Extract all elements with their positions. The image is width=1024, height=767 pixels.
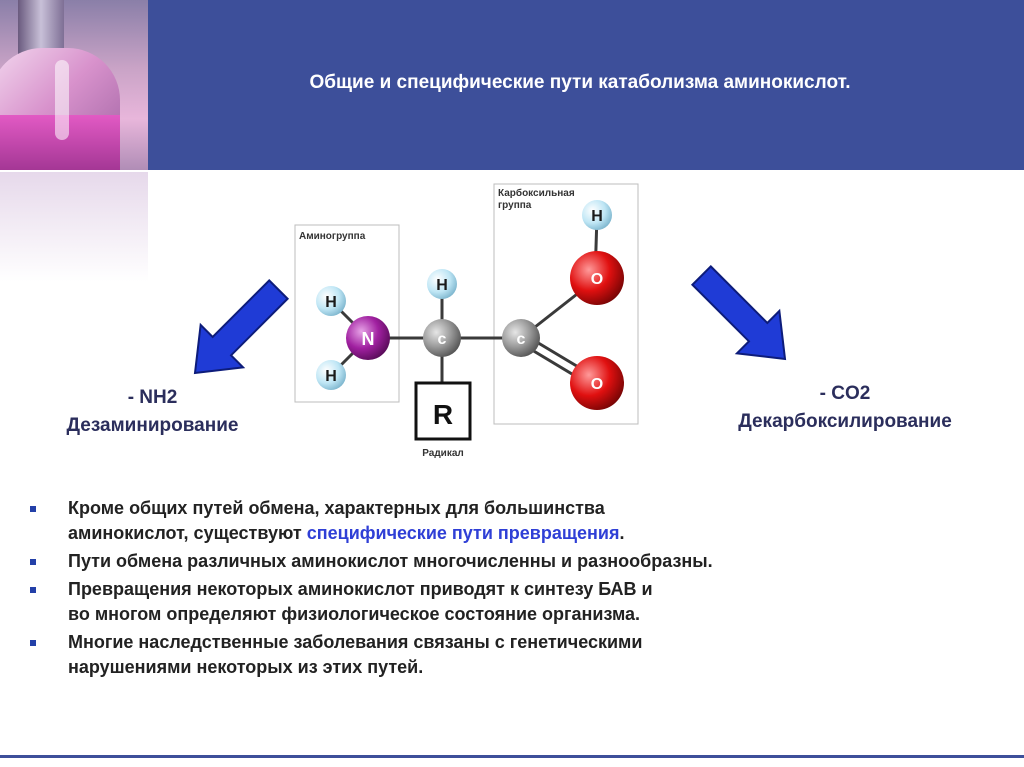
h-amino-bottom-label: H xyxy=(325,368,337,385)
oxygen-atom-bottom xyxy=(570,356,624,410)
h-carboxyl-label: H xyxy=(591,208,603,225)
highlight-text: специфические пути превращения xyxy=(306,523,620,543)
arrow-left-icon xyxy=(193,278,290,375)
bullet-3-line2: во многом определяют физиологическое сос… xyxy=(68,604,641,624)
decarboxylation-formula: - CO2 xyxy=(819,383,871,404)
bullet-marker-icon xyxy=(30,559,36,565)
bottom-divider xyxy=(0,755,1024,758)
bullet-item: Превращения некоторых аминокислот привод… xyxy=(30,577,930,627)
radical-symbol: R xyxy=(433,399,453,430)
o-bottom-label: O xyxy=(591,376,603,393)
carboxyl-group-frame xyxy=(493,183,639,425)
deamination-label: - NH2 Дезаминирование xyxy=(20,384,285,440)
deamination-name: Дезаминирование xyxy=(66,415,239,436)
bonds xyxy=(329,214,601,388)
bullet-1-line1: Кроме общих путей обмена, характерных дл… xyxy=(68,498,605,518)
bullet-item: Многие наследственные заболевания связан… xyxy=(30,630,930,680)
bullet-item: Кроме общих путей обмена, характерных дл… xyxy=(30,496,930,546)
hydrogen-atom-amino-top xyxy=(316,286,346,316)
hydrogen-atom-carboxyl xyxy=(582,200,612,230)
carboxyl-group-label-line2: группа xyxy=(498,200,532,211)
bullet-4-line2: нарушениями некоторых из этих путей. xyxy=(68,657,424,677)
o-top-label: O xyxy=(591,271,603,288)
amino-group-frame xyxy=(294,224,400,403)
bullet-marker-icon xyxy=(30,640,36,646)
amino-group-label: Аминогруппа xyxy=(299,231,366,242)
carboxyl-group-label-line1: Карбоксильная xyxy=(498,187,575,199)
bullet-2-text: Пути обмена различных аминокислот многоч… xyxy=(68,551,713,571)
bullet-list: Кроме общих путей обмена, характерных дл… xyxy=(30,496,930,683)
c-alpha-label: c xyxy=(438,331,447,348)
bullet-3-line1: Превращения некоторых аминокислот привод… xyxy=(68,579,653,599)
decarboxylation-name: Декарбоксилирование xyxy=(738,411,952,432)
flask-reflection xyxy=(0,172,148,282)
bullet-marker-icon xyxy=(30,587,36,593)
header-bar xyxy=(0,0,1024,170)
bullet-4-line1: Многие наследственные заболевания связан… xyxy=(68,632,643,652)
carbon-atom-carboxyl xyxy=(502,319,540,357)
flask-image xyxy=(0,0,148,170)
oxygen-atom-top xyxy=(570,251,624,305)
bullet-item: Пути обмена различных аминокислот многоч… xyxy=(30,549,930,574)
radical-label: Радикал xyxy=(422,448,464,459)
n-label: N xyxy=(362,329,375,349)
deamination-formula: - NH2 xyxy=(127,387,178,408)
carbon-atom-alpha xyxy=(423,319,461,357)
hydrogen-atom-alpha xyxy=(427,269,457,299)
bullet-marker-icon xyxy=(30,506,36,512)
h-alpha-label: H xyxy=(436,277,448,294)
arrow-right-icon xyxy=(690,264,787,361)
slide-title: Общие и специфические пути катаболизма а… xyxy=(309,72,851,93)
hydrogen-atom-amino-bottom xyxy=(316,360,346,390)
decarboxylation-label: - CO2 Декарбоксилирование xyxy=(690,380,1000,436)
c-carboxyl-label: c xyxy=(517,331,526,348)
h-amino-top-label: H xyxy=(325,294,337,311)
bullet-1-line2: аминокислот, существуют специфические пу… xyxy=(68,523,625,543)
radical-box xyxy=(414,381,472,441)
nitrogen-atom xyxy=(346,316,390,360)
